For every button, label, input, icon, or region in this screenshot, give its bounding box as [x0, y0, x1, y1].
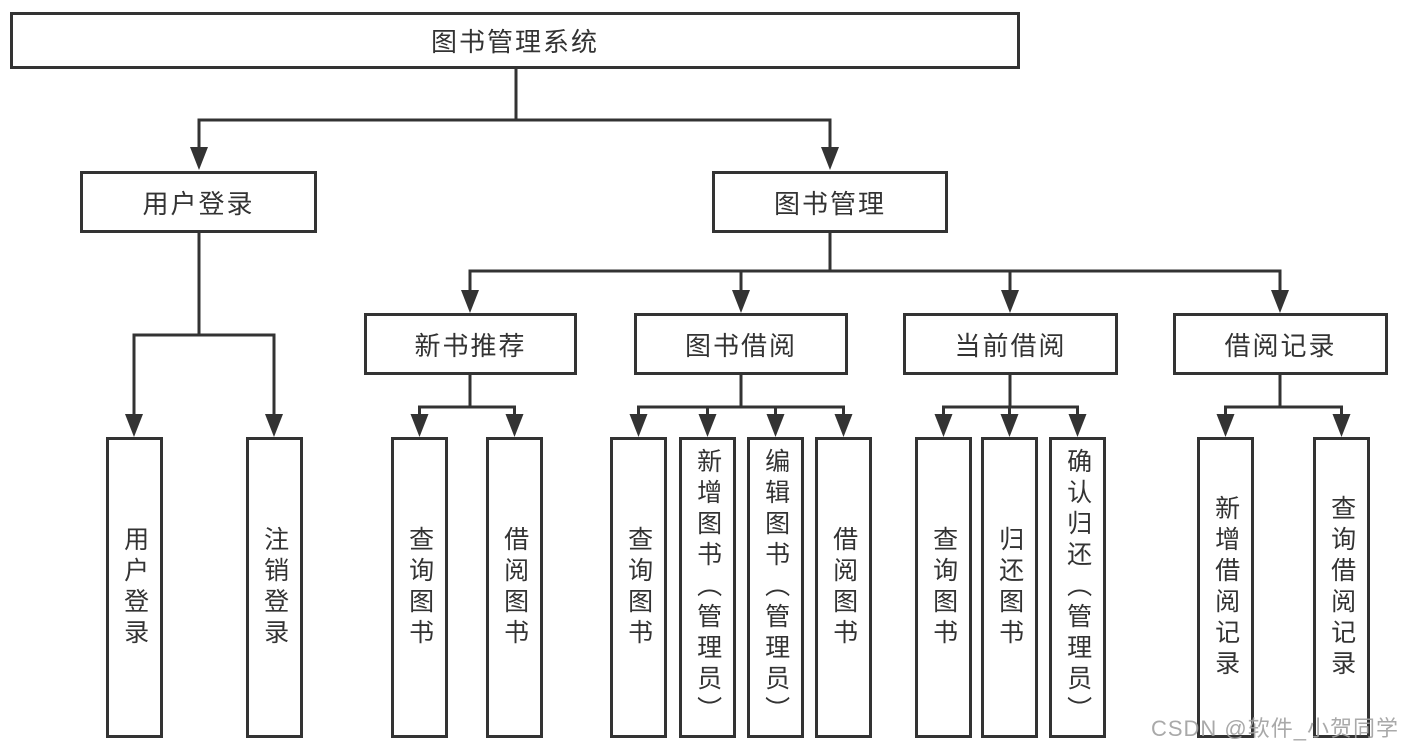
leaf-add-books-admin: 新增图书（管理员） — [679, 437, 736, 738]
node-user-login: 用户登录 — [80, 171, 317, 233]
leaf-query-books-current: 查询图书 — [915, 437, 972, 738]
leaf-query-books-borrow-label: 查询图书 — [624, 525, 653, 650]
node-book-management: 图书管理 — [712, 171, 948, 233]
arrowhead-leaf-login — [125, 414, 143, 437]
node-user-login-label: 用户登录 — [142, 188, 255, 219]
arrowhead-new-book — [461, 290, 479, 313]
arrowhead-bb-leaf3 — [766, 414, 785, 437]
node-current-borrow: 当前借阅 — [903, 313, 1118, 375]
arrowhead-current-borrow — [1001, 290, 1019, 313]
leaf-user-login-label: 用户登录 — [120, 525, 149, 650]
leaf-query-borrow-record: 查询借阅记录 — [1313, 437, 1370, 738]
leaf-borrow-books-label: 借阅图书 — [829, 525, 858, 650]
leaf-add-borrow-record: 新增借阅记录 — [1197, 437, 1254, 738]
leaf-confirm-return-admin: 确认归还（管理员） — [1049, 437, 1106, 738]
leaf-edit-books-admin-label: 编辑图书（管理员） — [761, 448, 790, 727]
leaf-query-books-borrow: 查询图书 — [610, 437, 667, 738]
leaf-confirm-return-admin-label: 确认归还（管理员） — [1063, 448, 1092, 727]
leaf-user-login: 用户登录 — [106, 437, 163, 738]
node-book-management-label: 图书管理 — [773, 188, 886, 219]
arrowhead-leaf-logout — [265, 414, 283, 437]
leaf-query-borrow-record-label: 查询借阅记录 — [1327, 494, 1356, 681]
leaf-add-borrow-record-label: 新增借阅记录 — [1211, 494, 1240, 681]
arrowhead-nb-leaf2 — [505, 414, 524, 437]
leaf-query-books-recommend: 查询图书 — [391, 437, 448, 738]
leaf-borrow-books-recommend: 借阅图书 — [486, 437, 543, 738]
arrowhead-cb-leaf1 — [934, 414, 953, 437]
leaf-logout: 注销登录 — [246, 437, 303, 738]
node-new-book-recommend: 新书推荐 — [364, 313, 577, 375]
leaf-add-books-admin-label: 新增图书（管理员） — [693, 448, 722, 727]
node-book-borrow-label: 图书借阅 — [684, 330, 797, 361]
arrowhead-book-borrow — [732, 290, 750, 313]
leaf-query-books-recommend-label: 查询图书 — [405, 525, 434, 650]
arrowhead-bb-leaf2 — [698, 414, 717, 437]
node-book-borrow: 图书借阅 — [634, 313, 848, 375]
arrowhead-cb-leaf3 — [1068, 414, 1087, 437]
arrowhead-cb-leaf2 — [1000, 414, 1019, 437]
arrowhead-user-login — [190, 147, 208, 170]
leaf-borrow-books: 借阅图书 — [815, 437, 872, 738]
node-root-system: 图书管理系统 — [10, 12, 1020, 69]
node-borrow-records: 借阅记录 — [1173, 313, 1388, 375]
leaf-return-books-label: 归还图书 — [995, 525, 1024, 650]
leaf-query-books-current-label: 查询图书 — [929, 525, 958, 650]
arrowhead-nb-leaf1 — [410, 414, 429, 437]
node-borrow-records-label: 借阅记录 — [1224, 330, 1337, 361]
csdn-watermark: CSDN @软件_小贺同学 — [1150, 716, 1399, 741]
arrowhead-bb-leaf1 — [629, 414, 648, 437]
leaf-borrow-books-recommend-label: 借阅图书 — [500, 525, 529, 650]
arrowhead-br-leaf2 — [1332, 414, 1351, 437]
leaf-return-books: 归还图书 — [981, 437, 1038, 738]
node-current-borrow-label: 当前借阅 — [954, 330, 1067, 361]
arrowhead-br-leaf1 — [1216, 414, 1235, 437]
leaf-edit-books-admin: 编辑图书（管理员） — [747, 437, 804, 738]
arrowhead-book-mgmt — [821, 147, 839, 170]
arrowhead-bb-leaf4 — [834, 414, 853, 437]
node-new-book-recommend-label: 新书推荐 — [414, 330, 527, 361]
arrowhead-borrow-records — [1271, 290, 1289, 313]
node-root-label: 图书管理系统 — [430, 27, 599, 57]
leaf-logout-label: 注销登录 — [260, 525, 289, 650]
